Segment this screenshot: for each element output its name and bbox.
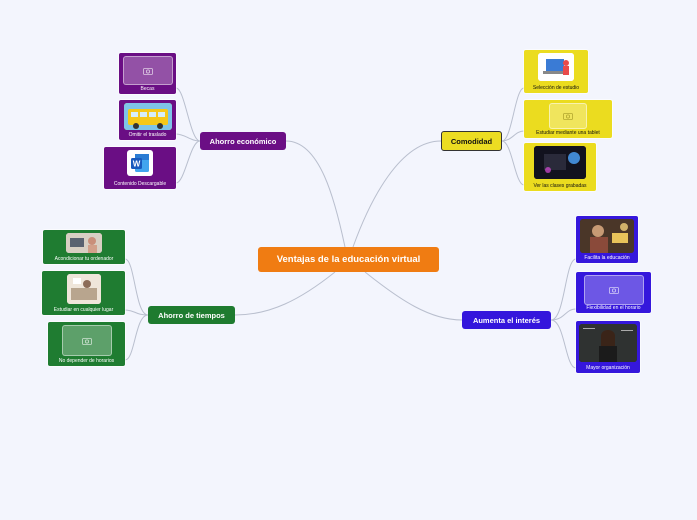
branch-label: Ahorro de tiempos [158,310,225,320]
child-label: Omitir el traslado [128,132,167,138]
image-placeholder [583,275,644,305]
connector-aumenta-interes [364,271,463,321]
connector-ahorro-tiempos [234,271,336,316]
child-estudiar-tablet[interactable]: Estudiar mediante una tablet [524,100,612,138]
connector-ahorro-economico [285,140,346,248]
child-estudiar-cualquier-lugar[interactable]: Estudiar en cualquier lugar [42,271,125,315]
computer-study-image [538,53,574,81]
child-facilita-educacion[interactable]: Facilita la educación [576,216,638,263]
child-no-depender-horarios[interactable]: No depender de horarios [48,322,125,366]
child-label: Ver las clases grabadas [533,183,587,189]
branch-aumenta-interes[interactable]: Aumenta el interés [462,311,551,329]
branch-label: Comodidad [450,136,493,146]
branch-label: Aumenta el interés [472,315,541,325]
branch-comodidad[interactable]: Comodidad [441,131,502,151]
word-document-icon: W [127,150,153,176]
child-label: Contenido Descargable [113,181,167,187]
connector-comodidad [352,140,442,248]
child-label: Estudiar en cualquier lugar [53,307,114,313]
image-placeholder [122,56,173,85]
study-anywhere-image [66,274,101,304]
students-illustration [580,219,634,253]
central-topic-label: Ventajas de la educación virtual [276,254,421,265]
child-label: Acondicionar tu ordenador [54,256,114,262]
camera-placeholder-icon [142,67,153,75]
branch-ahorro-tiempos[interactable]: Ahorro de tiempos [148,306,235,324]
camera-placeholder-icon [81,337,92,345]
room-illustration [66,274,101,304]
branch-ahorro-economico[interactable]: Ahorro económico [200,132,286,150]
child-contenido-descargable[interactable]: W Contenido Descargable [104,147,176,189]
central-topic[interactable]: Ventajas de la educación virtual [258,247,439,272]
svg-text:W: W [133,160,141,169]
desk-image [66,233,102,253]
chalkboard-illustration [579,324,637,362]
child-label: Mayor organización [586,365,630,371]
child-becas[interactable]: Becas [119,53,176,94]
child-clases-grabadas[interactable]: Ver las clases grabadas [524,143,596,191]
video-class-image [534,146,586,179]
image-placeholder [549,103,587,129]
child-omitir-traslado[interactable]: Omitir el traslado [119,100,176,140]
camera-placeholder-icon [608,287,619,294]
child-seleccion-estudio[interactable]: Selección de estudio [524,50,588,93]
child-mayor-organizacion[interactable]: Mayor organización [576,321,640,373]
child-label: Becas [140,86,155,92]
organization-image [579,324,637,362]
child-acondicionar-ordenador[interactable]: Acondicionar tu ordenador [43,230,125,264]
child-flexibilidad-horario[interactable]: Flexibilidad en el horario [576,272,651,313]
laptop-illustration [538,53,574,81]
camera-placeholder-icon [563,113,573,120]
child-label: Selección de estudio [532,85,580,91]
image-placeholder [61,325,112,356]
child-label: Estudiar mediante una tablet [536,130,600,136]
desk-illustration [66,233,102,253]
bus-illustration [123,103,172,130]
child-label: Flexibilidad en el horario [586,305,641,311]
school-bus-image [123,103,172,130]
video-illustration [534,146,586,179]
child-label: No depender de horarios [58,358,115,364]
child-label: Facilita la educación [584,255,630,261]
branch-label: Ahorro económico [209,136,277,146]
education-image [580,219,634,253]
